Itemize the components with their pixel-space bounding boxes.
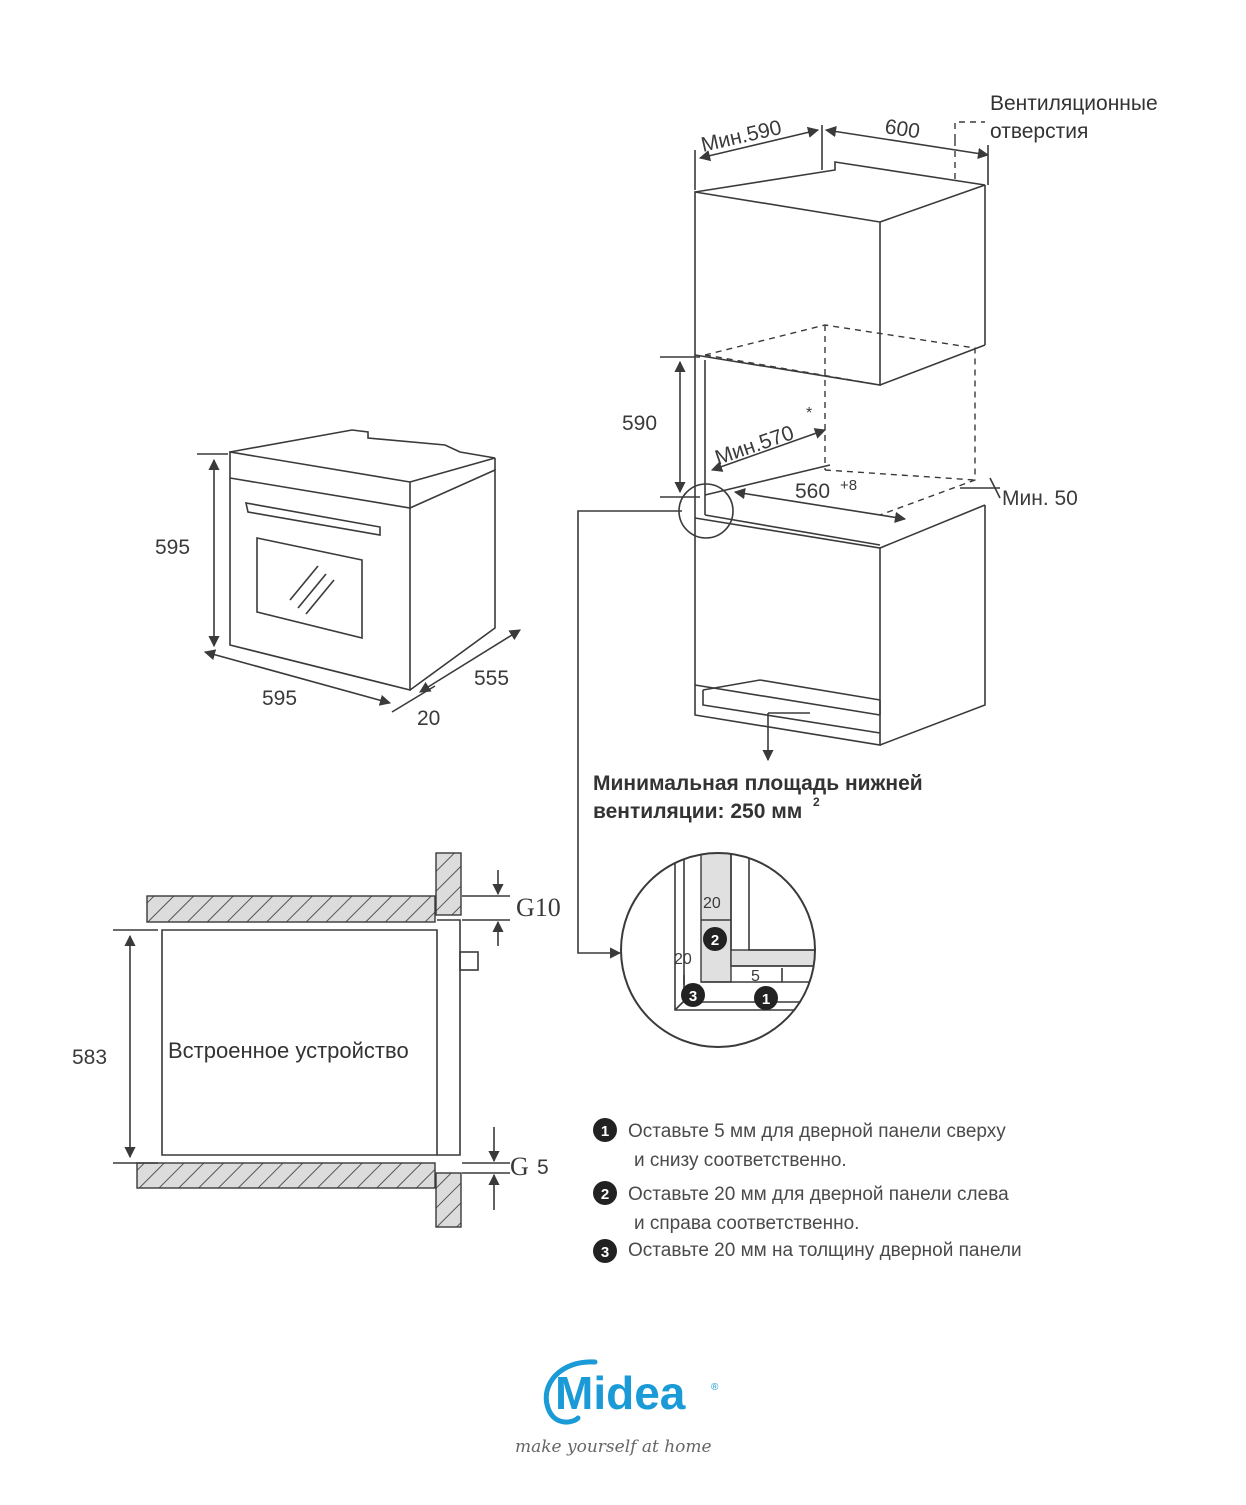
note-marker: 3 — [601, 1244, 609, 1261]
dim-600: 600 — [883, 115, 921, 143]
dim-min570: Мин.570 — [712, 421, 797, 469]
notes-list: 1 Оставьте 5 мм для дверной панели сверх… — [593, 1118, 1022, 1263]
note-line2: и справа соответственно. — [634, 1213, 859, 1234]
note-line1: Оставьте 5 мм для дверной панели сверху — [628, 1121, 1006, 1142]
detail-top-20: 20 — [703, 895, 721, 912]
section-height: 583 — [72, 1046, 107, 1069]
detail-marker-2: 2 — [711, 932, 719, 949]
note-marker: 2 — [601, 1186, 609, 1203]
dim-min570-note: * — [806, 405, 812, 422]
gap-bottom-letter: G — [510, 1152, 529, 1181]
note-item: 1 Оставьте 5 мм для дверной панели сверх… — [593, 1118, 1006, 1171]
oven-height: 595 — [155, 536, 190, 559]
note-item: 2 Оставьте 20 мм для дверной панели слев… — [593, 1181, 1009, 1234]
svg-text:®: ® — [711, 1382, 719, 1393]
brand-name: Midea — [555, 1367, 686, 1419]
section-drawing: Встроенное устройство 583 G10 G 5 — [72, 852, 561, 1228]
gap-top: G10 — [516, 893, 561, 922]
vent-label-line2: отверстия — [990, 120, 1088, 143]
note-line2: и снизу соответственно. — [634, 1150, 847, 1171]
detail-marker-1: 1 — [762, 991, 770, 1008]
detail-left-20: 20 — [674, 951, 692, 968]
dim-590: 590 — [622, 412, 657, 435]
vent-label-line1: Вентиляционные — [990, 92, 1158, 115]
note-line1: Оставьте 20 мм на толщину дверной панели — [628, 1240, 1022, 1261]
cabinet-drawing: Мин.590 600 Вентиляционные отверстия 590… — [577, 92, 1158, 959]
detail-marker-3: 3 — [689, 988, 697, 1005]
dim-560-tol: +8 — [840, 477, 857, 494]
bottom-vent-sup: 2 — [813, 795, 820, 809]
dim-min590: Мин.590 — [699, 116, 784, 157]
midea-logo: Midea ® make yourself at home — [515, 1359, 719, 1457]
note-marker: 1 — [601, 1123, 609, 1140]
section-label: Встроенное устройство — [168, 1038, 409, 1063]
brand-tagline: make yourself at home — [515, 1437, 712, 1457]
oven-door: 20 — [417, 707, 440, 730]
detail-gap-5: 5 — [751, 968, 760, 985]
bottom-vent-line2: вентиляции: 250 мм — [593, 800, 802, 823]
oven-drawing: 595 595 555 20 — [155, 429, 521, 730]
oven-width: 595 — [262, 687, 297, 710]
note-line1: Оставьте 20 мм для дверной панели слева — [628, 1184, 1009, 1205]
note-item: 3 Оставьте 20 мм на толщину дверной пане… — [593, 1239, 1022, 1263]
gap-bottom-value: 5 — [537, 1156, 549, 1179]
dim-560: 560 — [795, 480, 830, 503]
bottom-vent-line1: Минимальная площадь нижней — [593, 772, 923, 795]
detail-circle: 20 20 5 2 3 1 — [620, 852, 816, 1048]
dim-min50: Мин. 50 — [1002, 487, 1078, 510]
oven-depth: 555 — [474, 667, 509, 690]
